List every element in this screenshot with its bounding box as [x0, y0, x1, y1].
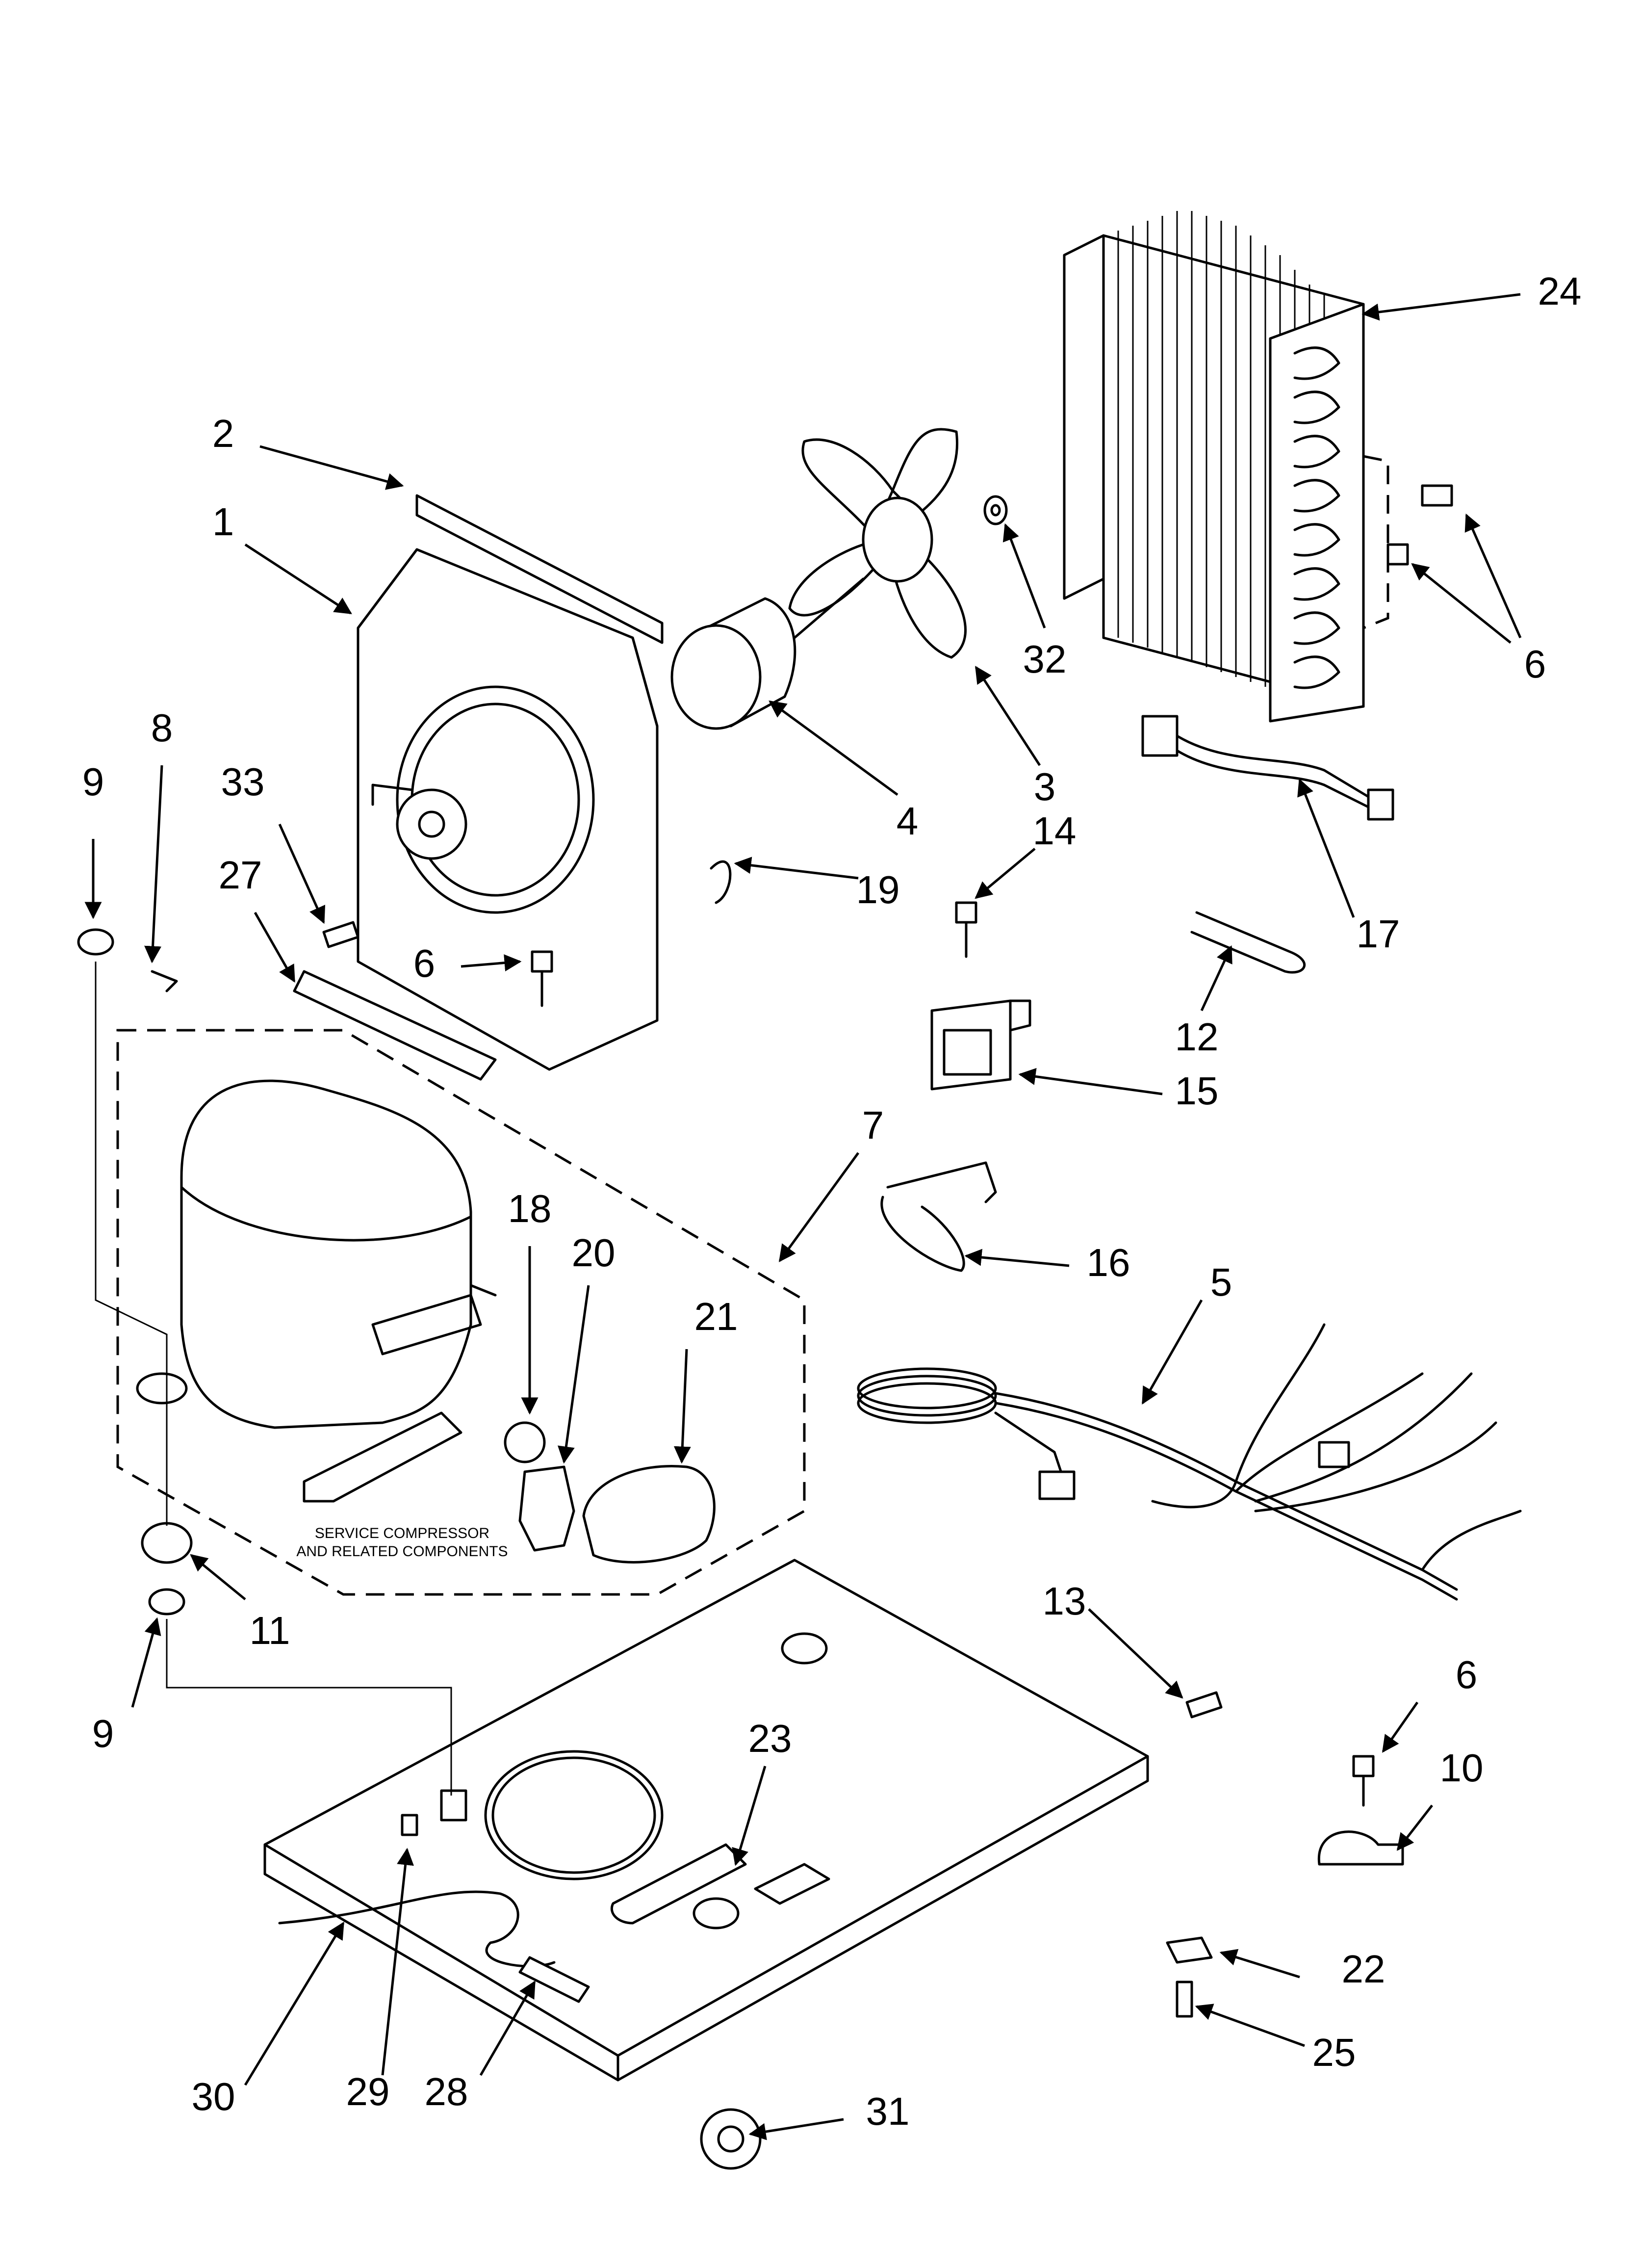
callout-14: 14	[1033, 809, 1077, 853]
callout-8: 8	[151, 706, 173, 750]
callout-6-shroud: 6	[413, 941, 436, 985]
callout-labels: 2 1 3 4 5 6 6 6 7 8 9 9 10 11 12 13 14 1…	[82, 269, 1582, 2133]
callout-22: 22	[1342, 1947, 1385, 1991]
callout-6-base: 6	[1456, 1653, 1478, 1696]
callout-20: 20	[572, 1231, 616, 1275]
callout-16: 16	[1087, 1241, 1130, 1284]
callout-11: 11	[249, 1609, 290, 1652]
callout-30: 30	[192, 2075, 235, 2118]
callout-5: 5	[1210, 1260, 1232, 1304]
callout-32: 32	[1023, 637, 1067, 681]
fan-motor	[670, 577, 865, 730]
callout-4: 4	[897, 799, 919, 843]
solenoid	[930, 999, 1031, 1091]
mounting-bracket	[293, 970, 497, 1081]
callout-18: 18	[508, 1187, 552, 1230]
callout-9-bottom: 9	[92, 1712, 114, 1755]
callout-27: 27	[219, 853, 262, 897]
callout-3: 3	[1034, 765, 1056, 808]
callout-28: 28	[425, 2070, 468, 2113]
callout-17: 17	[1357, 912, 1400, 956]
condenser-coil	[1063, 211, 1389, 723]
base-plate	[263, 1559, 1149, 2170]
wire-harness-17	[1141, 715, 1394, 821]
callout-6-condenser: 6	[1524, 642, 1546, 686]
callout-1: 1	[212, 500, 234, 544]
callout-13: 13	[1043, 1579, 1086, 1623]
fan-blade	[788, 428, 1008, 659]
callout-31: 31	[866, 2089, 910, 2133]
callout-23: 23	[748, 1717, 792, 1760]
callout-29: 29	[346, 2070, 390, 2113]
callout-21: 21	[694, 1295, 738, 1338]
compressor-parts	[504, 1421, 716, 1564]
callout-9-top: 9	[82, 760, 104, 804]
callout-19: 19	[856, 868, 900, 912]
callout-7: 7	[862, 1103, 884, 1147]
shroud	[357, 494, 664, 1071]
callout-33: 33	[221, 760, 265, 804]
callout-24: 24	[1538, 269, 1582, 313]
service-note-line1: SERVICE COMPRESSOR	[315, 1525, 489, 1541]
callout-10: 10	[1440, 1746, 1484, 1790]
callout-15: 15	[1175, 1069, 1219, 1113]
alignment-lines	[95, 962, 452, 1796]
leader-lines	[84, 293, 1522, 2140]
solenoid-bracket	[880, 1161, 997, 1272]
callout-2: 2	[212, 412, 234, 455]
hardware	[77, 484, 1453, 2018]
compressor	[136, 1079, 497, 1503]
wire-harness-5	[857, 1323, 1522, 1601]
callout-12: 12	[1175, 1015, 1219, 1059]
service-note-line2: AND RELATED COMPONENTS	[296, 1543, 508, 1560]
callout-25: 25	[1312, 2031, 1356, 2074]
